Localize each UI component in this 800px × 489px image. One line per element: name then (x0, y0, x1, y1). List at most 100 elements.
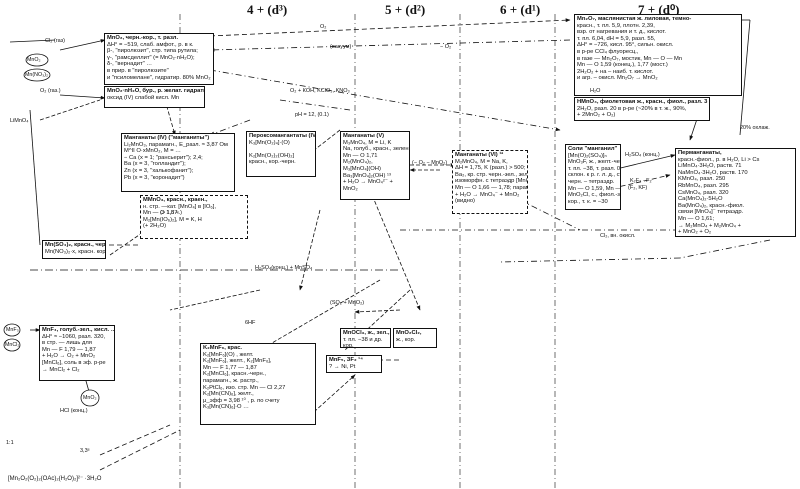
header-ox-state-5: 5 + (d²) (385, 2, 426, 17)
label-o2-minus: − O₂ (440, 44, 452, 50)
box-line: δ-, "вернадит" … (107, 61, 153, 68)
label-oxide: 20% охлаж. (740, 125, 770, 131)
box-line: K₂[Mn(CN)₆], желт., (203, 391, 254, 398)
box-mnf5: MnF₅, ЗF₂ ¹⁴? → Ni, Pt (326, 355, 382, 373)
box-line: склон. к р. г. л. д., стаб. (568, 172, 620, 179)
box-line: + MnO₂ + O₂ (678, 229, 712, 236)
box-mno2-hydrate: MnO₂·nH₂O, бур., р. желат. гидратир.окси… (104, 86, 205, 108)
box-line: → M₂MnO₄ + M₂MnO₄ + (678, 222, 742, 229)
label-h2so4-conc: H₂SO₄ (конц.) (625, 152, 660, 158)
box-line: M₃MnO₄, M = Li, K (343, 139, 392, 146)
box-line: Манганаты (V) (343, 133, 385, 139)
box-line: Mn — O 1,59 (конец.), 1,77 (мост.) (577, 62, 668, 69)
box-line: изоморфн. с тетраэдр [MnO₄] (455, 178, 528, 185)
label-minus-o2-mid: (− O₂ − MnO₂) (412, 160, 448, 166)
label-h2o-ph: рН = 12, (0.1) (295, 112, 329, 118)
box-line: KMnO₄, разл. 250 (678, 176, 726, 183)
box-line: Mn(SO₄)₂, красн., черн. (45, 242, 106, 248)
box-line: Mn — O 1,66 — 1,78; парамагн.; (455, 184, 527, 191)
box-line: MMnO₃, красн., краен., (143, 197, 208, 203)
box-line: и "псиломелане", гидратир. 80% MnO₂ (107, 74, 211, 81)
box-mno2: MnO₂, черн.-кор., т. разл.ΔH° = −519, сл… (104, 33, 214, 85)
box-line: M₂[Mn(IO₆)₂], M = K, H (143, 216, 202, 223)
box-line: [Mn(O)₂(SO₄)]ₙ (568, 152, 607, 159)
box-line: ж., кор. (396, 336, 416, 343)
box-line: Mn₂O₇, маслянистая ж. лиловая, темно- (577, 16, 692, 22)
box-mnf4: MnF₄, голуб.-зел., кисл. …ΔH° ≈ −1060, р… (39, 325, 115, 381)
reaction-arrows (9, 18, 771, 471)
box-line: Mn — O 1,59, Mn — F 1,72 (568, 185, 621, 192)
box-line: н. стр. —кат. [MnO₄] в [IO₆], (143, 203, 216, 210)
box-line: Манганаты (VI) ¹² (455, 152, 504, 158)
box-manganates-iv: Манганаты (IV) ("манганиты")Li₂MnO₃, пар… (121, 133, 235, 192)
label-vacuum: (вакуум) (330, 44, 352, 50)
box-line: красн.-фиол., р. в H₂O, Li > Cs (678, 156, 760, 163)
label-h2o-right: H₂O (590, 88, 601, 94)
box-line: парамагн., ж. растр., (203, 377, 259, 384)
label-so2: (SO₂ + MnO₂) (330, 300, 365, 306)
box-line: γ-, "рамсделлит" (= MnO₂·nH₂O); (107, 54, 195, 61)
box-line: Ba₃[MnO₄]₂(OH) ¹³ (343, 172, 391, 179)
box-line: K₃[Mn(O₂)₄]·(O) (249, 139, 290, 146)
box-line: MnO₃F, ж., желт.-черн., (568, 159, 620, 166)
box-line: Манганаты (IV) ("манганиты") (124, 135, 210, 141)
box-line (249, 146, 313, 153)
label-fo: 6HF (245, 320, 256, 326)
label-ox-temp: (> 1,5 ч.) (160, 210, 182, 216)
box-line: Mn — F 1,79 — 1,87 (42, 346, 96, 353)
box-line: MnF₅, ЗF₂ ¹⁴ (329, 357, 363, 363)
box-line: K₃[Mn(CN)₆]·O … (203, 404, 249, 411)
box-line: кор. (343, 343, 354, 348)
label-kf-hf: K₂F₂ · F₂ (630, 178, 652, 184)
box-line: Пероксомангантаты (IV) (249, 133, 316, 139)
box-line: в газе — Mn₂O₇, мостик, Mn — O — Mn (577, 55, 683, 62)
box-mn2o7: Mn₂O₇, маслянистая ж. лиловая, темно-кра… (574, 14, 742, 96)
box-line: Ba₂, кр. стр. черн.-зел., зелен. (455, 171, 528, 178)
box-line: оксид (IV) слабой кисл. Mn (107, 94, 180, 101)
box-line: Ca(MnO₄)₂·5H₂O (678, 196, 723, 203)
oval-mncl2: MnCl₂ (5, 342, 20, 348)
box-line: Ba (x = 3, "голландит"); (124, 161, 186, 168)
box-line: Mn — O 1,61; (678, 215, 715, 222)
box-line: MnO₂·nH₂O, бур., р. желат. гидратир. (107, 88, 205, 94)
label-cl2: Cl₂ (газ) (45, 38, 65, 44)
box-line: NaMnO₄·3H₂O, раств. 170 (678, 169, 748, 176)
box-line: т. пл. −38 и др. (343, 336, 383, 343)
label-cl2-above: Cl₂, вн. окисл. (600, 233, 636, 239)
box-k2mnf6: K₂MnF₆, крас.K₂[MnF₆](O) , желт.K₂[MnF₆]… (200, 343, 316, 425)
box-line: и агр. – окисл. Mn₂O₇ → MnO₂ (577, 75, 658, 82)
box-line: M₂MnO₄, M = Na, K, (455, 158, 508, 165)
label-li: LiMnO₄ (10, 118, 29, 124)
bottom-formula: [Mn₂O₂(O₂)₂(OAc)₂(H₂O)₂]²⁻ ·3H₂O (8, 476, 102, 482)
box-line: MnF₄, голуб.-зел., кисл. … (42, 327, 115, 333)
box-line: RbMnO₄, разл. 295 (678, 182, 729, 189)
box-line: 2H₂O, разл. 20 в р-ре (~20% в т. ж., 90%… (577, 105, 687, 112)
box-line: Zn (x = 3, "халькофанит"); (124, 167, 194, 174)
box-line: Mn — F 1,77 — 1,87 (203, 364, 257, 371)
box-line: в прир. в "пиролюзите" (107, 67, 169, 74)
box-line: LiMnO₄·3H₂O, раств. 71 (678, 163, 742, 170)
box-line: Mn — O 1,71 (343, 152, 378, 159)
label-f2: (F₂, KF) (628, 185, 648, 191)
box-line: HMnO₄, фиолетовая ж., красн., фиол., раз… (577, 99, 708, 105)
label-h2so4-mnso4: H₂SO₄(конц.) + MnSO₄ (255, 265, 313, 271)
box-line: K₂MnF₆, крас. (203, 345, 243, 351)
label-o2-koh: O₂ + КОН, KClO₃, KNO₃ (290, 88, 350, 94)
label-bottom-left: 3,3ᵉ (80, 448, 90, 454)
box-line: Перманганаты, (678, 150, 722, 156)
box-mno2cl2: MnO₂Cl₂,ж., кор. (393, 328, 437, 348)
box-permanganates: Перманганаты,красн.-фиол., р. в H₂O, Li … (675, 148, 796, 237)
box-line: т. пл. 6,04, dH = 5,9, разл. 55, (577, 35, 656, 42)
box-line: M₃[MnO₄](OH) (343, 165, 381, 172)
box-line: в стр. — лишь для (42, 340, 92, 347)
box-line: M^II O·xMnO₂, M = … (124, 148, 181, 155)
box-line: K₂[Mn(O₂)₂(OH)₂] (249, 152, 295, 159)
box-line: Ba(MnO₄)₂, красн.-фиол. (678, 202, 745, 209)
oval-mnf3: MnF₃ (6, 327, 19, 333)
box-line: μ_эфф = 3,98 ¹⁰ , р. по счету (203, 397, 280, 404)
box-line: черн. – тетраэдр. (568, 178, 615, 185)
box-line: 2H₂O₂ + на – наиб. т. кислот. (577, 68, 654, 75)
box-line: K₂PtCl₆, изо. стр. Mn — Cl 2,27 (203, 384, 286, 391)
